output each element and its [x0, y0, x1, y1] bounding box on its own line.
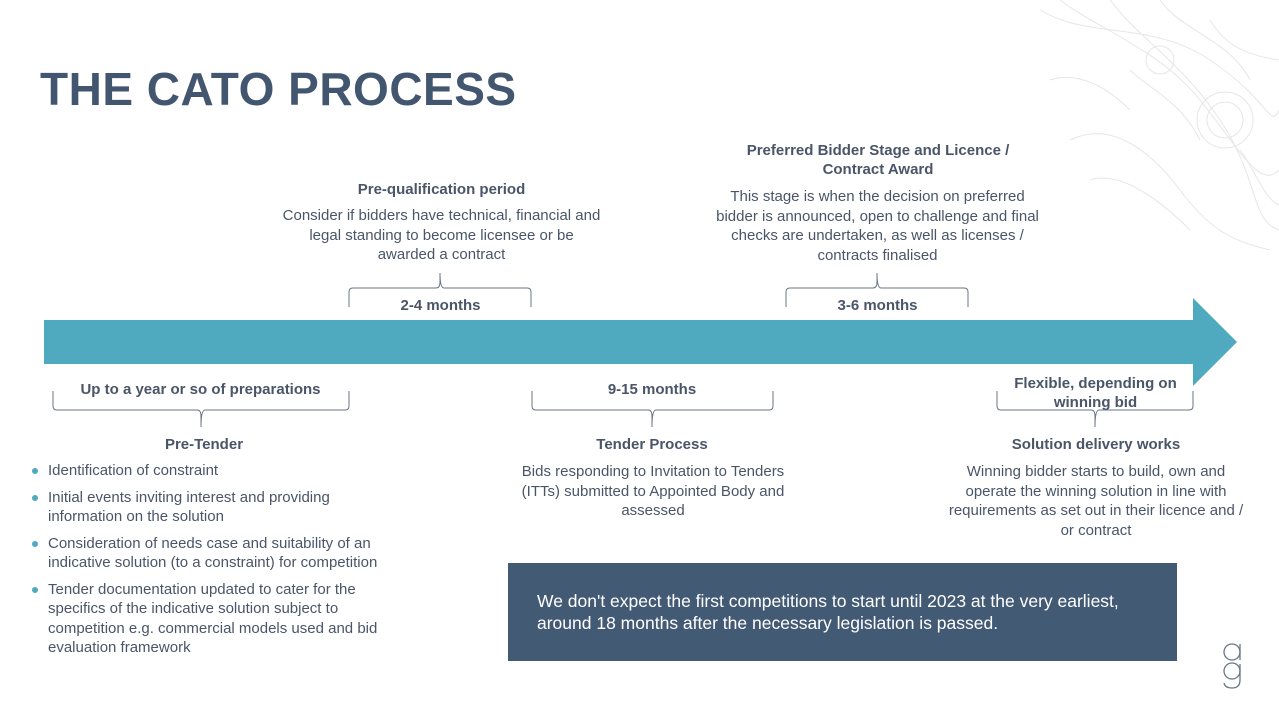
pre-tender-brace — [52, 391, 350, 428]
tender-process-duration: 9-15 months — [607, 381, 697, 398]
pre-tender-heading: Pre-Tender — [164, 436, 244, 453]
tender-process-description: Bids responding to Invitation to Tenders… — [521, 463, 785, 519]
prequalification-brace — [348, 272, 532, 307]
callout-box: We don't expect the first competitions t… — [508, 563, 1177, 661]
tender-process-brace — [531, 391, 774, 428]
list-item: Initial events inviting interest and pro… — [30, 488, 390, 527]
solution-delivery-duration: Flexible, depending on winning bid — [1014, 375, 1177, 411]
list-item: Tender documentation updated to cater fo… — [30, 580, 390, 658]
list-item: Consideration of needs case and suitabil… — [30, 534, 390, 573]
prequalification-heading: Pre-qualification period — [357, 181, 526, 198]
botanical-line-art-icon — [1039, 0, 1279, 250]
timeline-arrow — [44, 298, 1237, 386]
prequalification-duration: 2-4 months — [400, 297, 481, 314]
tender-process-heading: Tender Process — [596, 436, 708, 453]
pre-tender-duration: Up to a year or so of preparations — [80, 381, 321, 398]
solution-delivery-heading: Solution delivery works — [1011, 436, 1181, 453]
ag-monogram-logo-icon — [1223, 643, 1241, 689]
pre-tender-bullet-list: Identification of constraint Initial eve… — [30, 461, 390, 665]
solution-delivery-brace — [996, 391, 1194, 428]
list-item: Identification of constraint — [30, 461, 390, 481]
preferred-bidder-brace — [785, 272, 969, 307]
page-title: THE CATO PROCESS — [40, 63, 517, 115]
solution-delivery-description: Winning bidder starts to build, own and … — [948, 463, 1244, 539]
preferred-bidder-duration: 3-6 months — [837, 297, 918, 314]
preferred-bidder-heading: Preferred Bidder Stage and Licence / Con… — [746, 142, 1010, 178]
prequalification-description: Consider if bidders have technical, fina… — [282, 207, 601, 263]
preferred-bidder-description: This stage is when the decision on prefe… — [716, 188, 1039, 264]
